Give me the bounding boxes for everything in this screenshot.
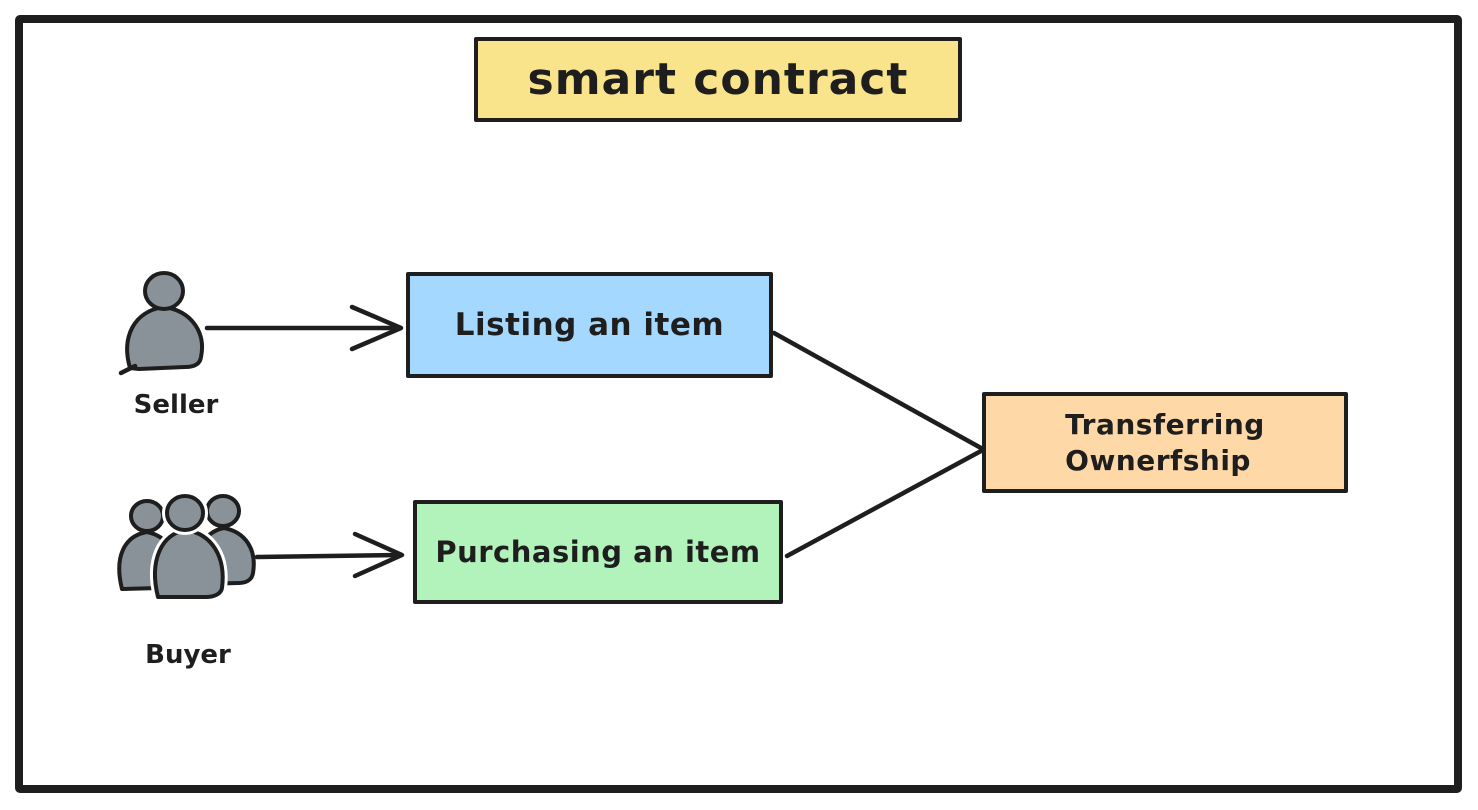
- node-transferring-ownership: Transferring Ownerfship: [982, 392, 1348, 493]
- node-purchasing-an-item: Purchasing an item: [413, 500, 783, 604]
- node-listing-an-item: Listing an item: [406, 272, 773, 378]
- seller-label: Seller: [133, 390, 219, 420]
- transferring-label: Transferring Ownerfship: [1065, 407, 1265, 477]
- node-smart-contract: smart contract: [474, 37, 962, 122]
- buyer-label: Buyer: [145, 640, 231, 670]
- listing-label: Listing an item: [454, 307, 725, 343]
- purchasing-label: Purchasing an item: [435, 535, 761, 569]
- outer-frame: [15, 15, 1462, 793]
- title-label: smart contract: [527, 54, 909, 105]
